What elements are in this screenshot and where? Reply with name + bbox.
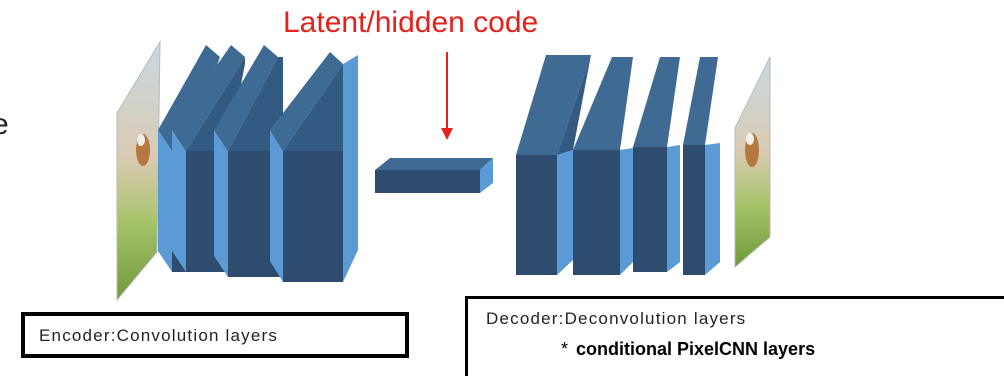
- diagram-canvas: [116, 40, 771, 302]
- encoder-label: Encoder:Convolution layers: [39, 326, 279, 345]
- encoder-layer-4: [270, 52, 358, 282]
- decoder-label: Decoder:Deconvolution layers: [486, 309, 747, 328]
- latent-code-block: [375, 158, 493, 193]
- encoder-layer-3: [214, 45, 283, 277]
- decoder-label-box: Decoder:Deconvolution layers * conditiona…: [465, 296, 1004, 376]
- decoder-layer-3: [633, 57, 680, 272]
- clipped-edge-text: e: [0, 108, 9, 141]
- decoder-note: * conditional PixelCNN layers: [561, 339, 815, 360]
- latent-arrow: [441, 52, 453, 140]
- decoder-layer-1: [516, 55, 591, 275]
- decoder-note-marker: *: [561, 339, 569, 359]
- autoencoder-diagram: Latent/hidden code e: [0, 6, 1004, 376]
- latent-code-title: Latent/hidden code: [283, 6, 539, 39]
- input-image: [116, 40, 161, 302]
- decoder-note-text: conditional PixelCNN layers: [576, 339, 816, 359]
- decoder-layer-4: [683, 57, 720, 275]
- encoder-label-box: Encoder:Convolution layers: [21, 312, 409, 358]
- output-image: [734, 56, 771, 269]
- decoder-layer-2: [573, 57, 633, 275]
